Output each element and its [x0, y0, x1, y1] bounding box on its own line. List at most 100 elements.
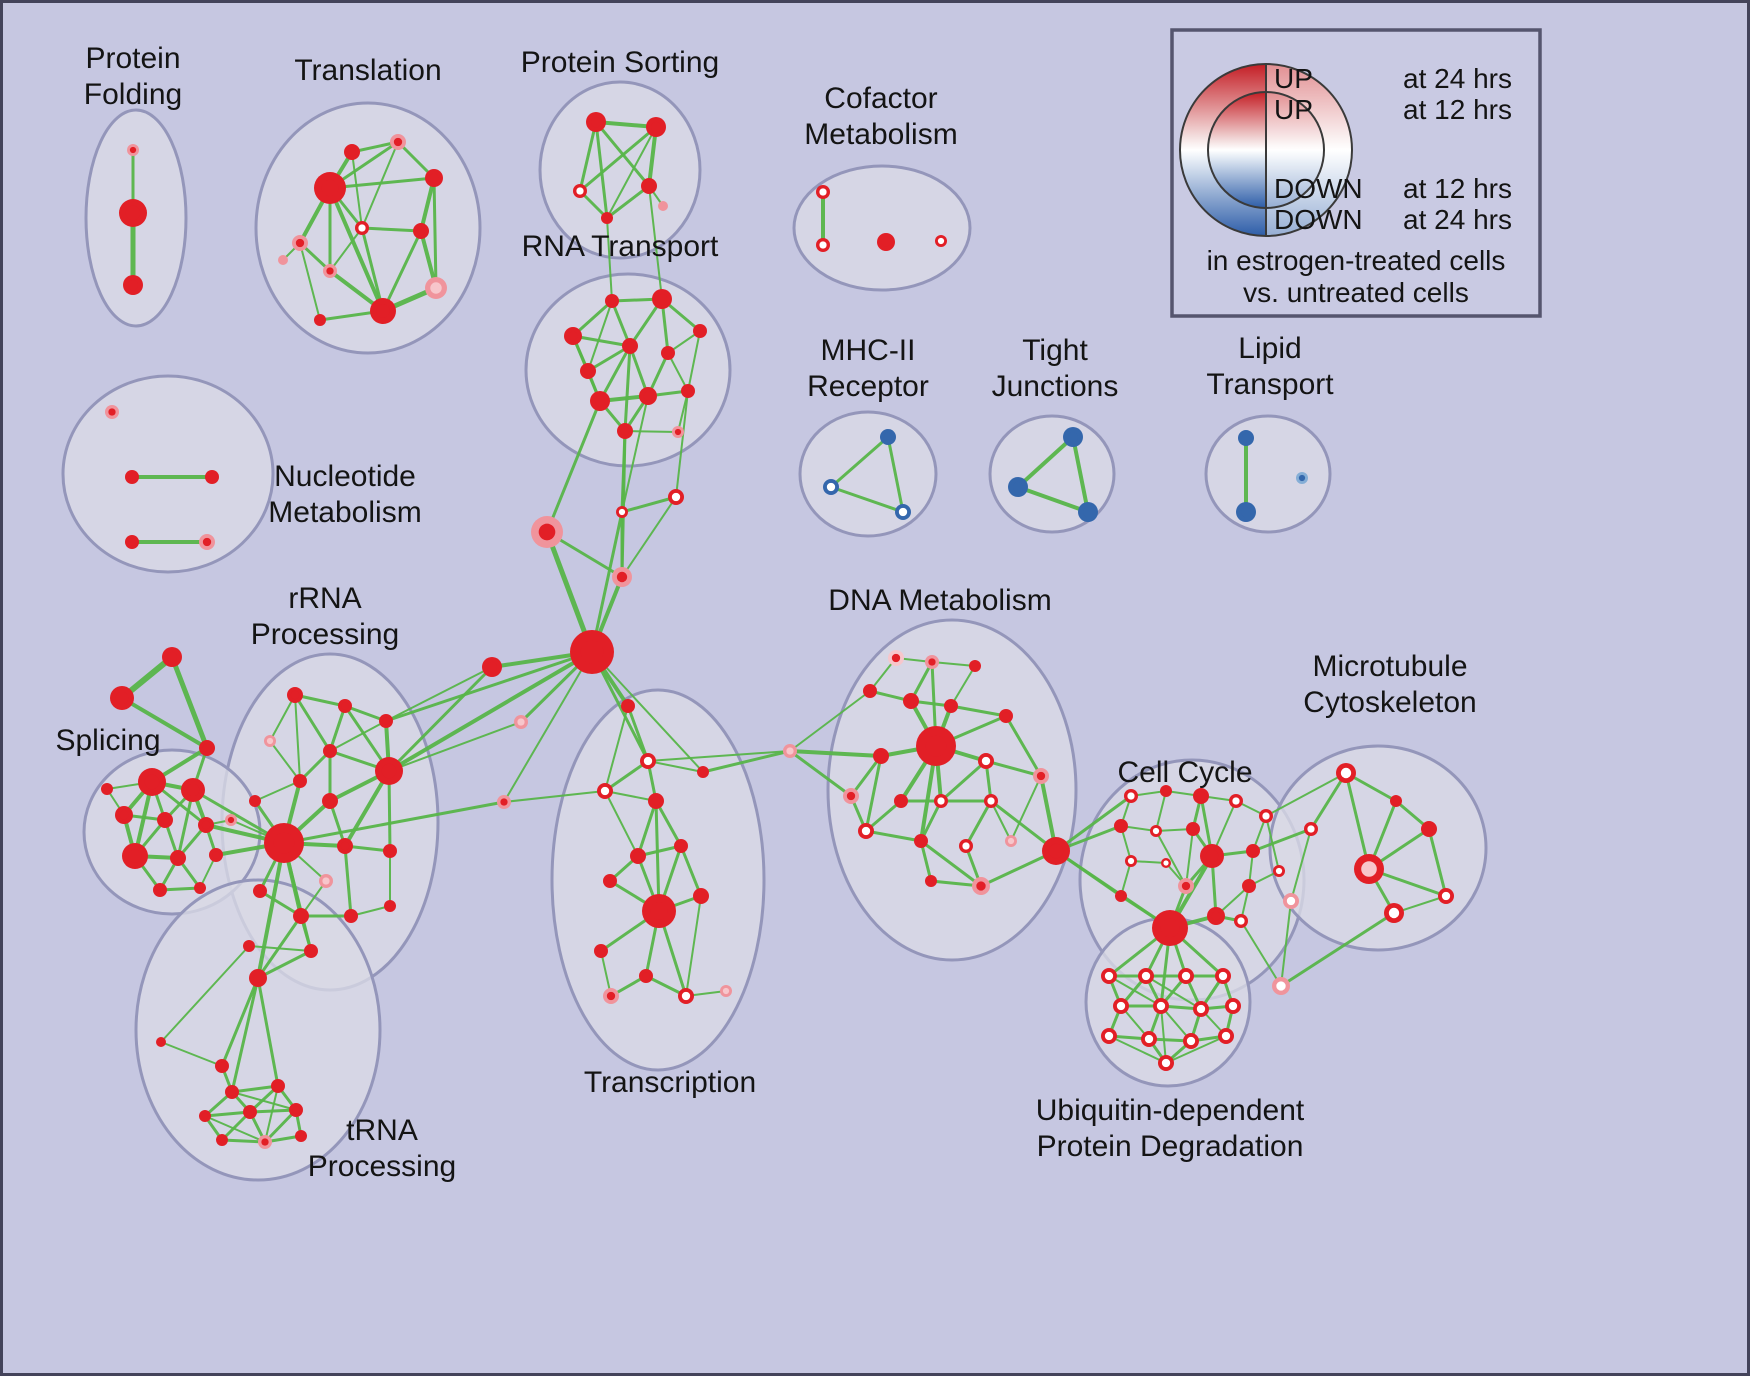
- node-cc14: [1242, 879, 1256, 893]
- cluster-label-protein-sorting-line1: Protein Sorting: [521, 46, 719, 79]
- edge-tr1-tr9: [328, 186, 385, 313]
- node-cc7: [1150, 825, 1162, 837]
- legend-up24-label: UP: [1274, 63, 1313, 94]
- edge-tx1-tx3: [604, 705, 629, 792]
- node-rr9: [322, 793, 338, 809]
- cluster-trna-processing: [134, 878, 382, 1182]
- node-cc11: [1125, 855, 1137, 867]
- edge-tx4-tx7: [654, 799, 683, 848]
- legend-down12-time: at 12 hrs: [1403, 173, 1512, 204]
- node-rr6: [375, 757, 403, 785]
- edge-hub-rr3: [384, 650, 594, 723]
- node-ch3: [531, 516, 563, 548]
- node-cm4: [935, 235, 947, 247]
- node-dm3: [969, 660, 981, 672]
- edge-ps4-rt3: [648, 185, 663, 300]
- node-st2: [110, 686, 134, 710]
- edge-rr4-rr7: [269, 740, 301, 782]
- node-rr8: [249, 795, 261, 807]
- edge-tx4-tx6: [636, 799, 658, 858]
- node-mc6: [1384, 903, 1404, 923]
- edge-tn2-tn3: [160, 1041, 223, 1067]
- edge-ub9-ub13: [1108, 1035, 1167, 1064]
- edge-cc5-mc1: [1265, 772, 1347, 817]
- edge-tn1-tn3: [220, 976, 260, 1068]
- edge-cc18-pb1: [1240, 920, 1282, 987]
- edge-ps1-ps3: [578, 120, 598, 193]
- edge-rr14-rr15: [258, 889, 303, 918]
- node-tj1: [1063, 427, 1083, 447]
- edge-tr2-tr11: [299, 242, 321, 321]
- legend-pale-overlay: [1266, 64, 1352, 236]
- cluster-label-splicing-line1: Splicing: [55, 724, 160, 757]
- node-tx8: [603, 874, 617, 888]
- node-sp8: [209, 848, 223, 862]
- edge-tx2-tx3: [603, 759, 650, 793]
- node-tx3: [597, 783, 613, 799]
- node-ub7: [1193, 1001, 1209, 1017]
- edge-tr4-tr6: [361, 141, 399, 229]
- node-cc5: [1259, 809, 1273, 823]
- cluster-label-mhc-ii-receptor-line1: MHC-II: [821, 334, 916, 367]
- edge-ch5-rr3: [385, 666, 493, 722]
- edge-tx7-tx10: [679, 844, 703, 898]
- edge-tr6-tr8: [329, 227, 363, 272]
- edge-rr3-rr5: [329, 720, 387, 752]
- node-bx1: [783, 744, 797, 758]
- node-dm4: [863, 684, 877, 698]
- node-ps1: [586, 112, 606, 132]
- edge-ub6-ub13: [1160, 1005, 1167, 1064]
- edge-ps2-ps3: [578, 125, 658, 193]
- edge-ch2-ch4: [621, 496, 677, 578]
- edge-tx3-tx6: [604, 790, 639, 857]
- node-rr1: [287, 687, 303, 703]
- edge-bx1-dm9: [788, 749, 883, 758]
- edge-dm10-dm11: [984, 759, 1043, 778]
- edge-cc2-cc7: [1155, 790, 1167, 832]
- node-mc1: [1336, 763, 1356, 783]
- cluster-label-lipid-transport-line1: Lipid: [1238, 332, 1301, 365]
- node-tn11: [295, 1130, 307, 1142]
- edge-ch1-hub: [590, 510, 624, 654]
- edge-dm10-dm21: [1010, 775, 1042, 842]
- node-ps3: [573, 184, 587, 198]
- node-tx7: [674, 839, 688, 853]
- edge-ps1-ps2: [594, 120, 658, 129]
- node-ub4: [1215, 968, 1231, 984]
- node-pf1: [127, 144, 139, 156]
- legend-caption-line2: vs. untreated cells: [1243, 277, 1469, 308]
- node-tx14: [678, 988, 694, 1004]
- node-rr3: [379, 714, 393, 728]
- edge-rr1-rr7: [294, 694, 301, 782]
- node-pf3: [123, 275, 143, 295]
- node-tr8: [323, 264, 337, 278]
- edge-dm7-dm10: [1004, 714, 1043, 778]
- cluster-label-ubiquitin-dependent-protein-degradation-line2: Protein Degradation: [1037, 1130, 1304, 1163]
- cluster-label-rna-transport-line1: RNA Transport: [522, 230, 719, 263]
- node-cm1: [816, 185, 830, 199]
- node-tj3: [1078, 502, 1098, 522]
- edge-tx1-tx2: [626, 704, 650, 763]
- edge-pb1-mc8: [1280, 900, 1292, 987]
- node-tx9: [642, 894, 676, 928]
- legend-up12-label: UP: [1274, 94, 1313, 125]
- legend-up12-time: at 12 hrs: [1403, 94, 1512, 125]
- edge-tj1-tj2: [1016, 435, 1075, 489]
- node-dm11: [978, 753, 994, 769]
- node-sp9: [153, 883, 167, 897]
- node-tr6: [355, 221, 369, 235]
- node-dm13: [894, 794, 908, 808]
- edge-lines: [106, 120, 1448, 1144]
- node-mc8: [1283, 893, 1299, 909]
- legend-down24-label: DOWN: [1274, 204, 1363, 235]
- edge-rt5-rt6: [586, 344, 632, 373]
- node-dm8: [916, 726, 956, 766]
- node-mh2: [823, 479, 839, 495]
- cluster-label-translation-line1: Translation: [294, 54, 441, 87]
- edge-rt6-rt11: [623, 344, 632, 433]
- node-rr18: [304, 944, 318, 958]
- node-ub6: [1153, 998, 1169, 1014]
- edge-rt7-rt10: [667, 352, 689, 392]
- node-tn6: [199, 1110, 211, 1122]
